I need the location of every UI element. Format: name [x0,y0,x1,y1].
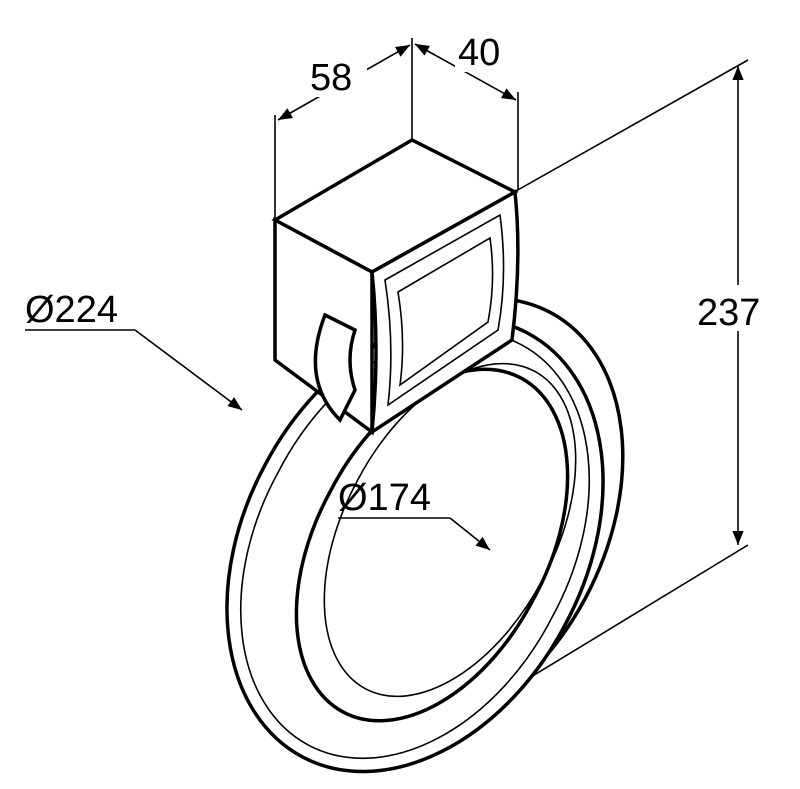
inner-diameter-label: Ø174 [338,477,431,519]
ring-inner-bevel [323,362,577,698]
dimension-depth-label: 58 [310,57,352,99]
dimension-width-label: 40 [458,32,500,74]
ring-front-bevel [239,330,591,760]
outer-diameter-label: Ø224 [25,289,118,331]
mounting-block [271,138,520,436]
ring-inner-edge [294,367,570,723]
dimension-height-label: 237 [697,292,760,334]
